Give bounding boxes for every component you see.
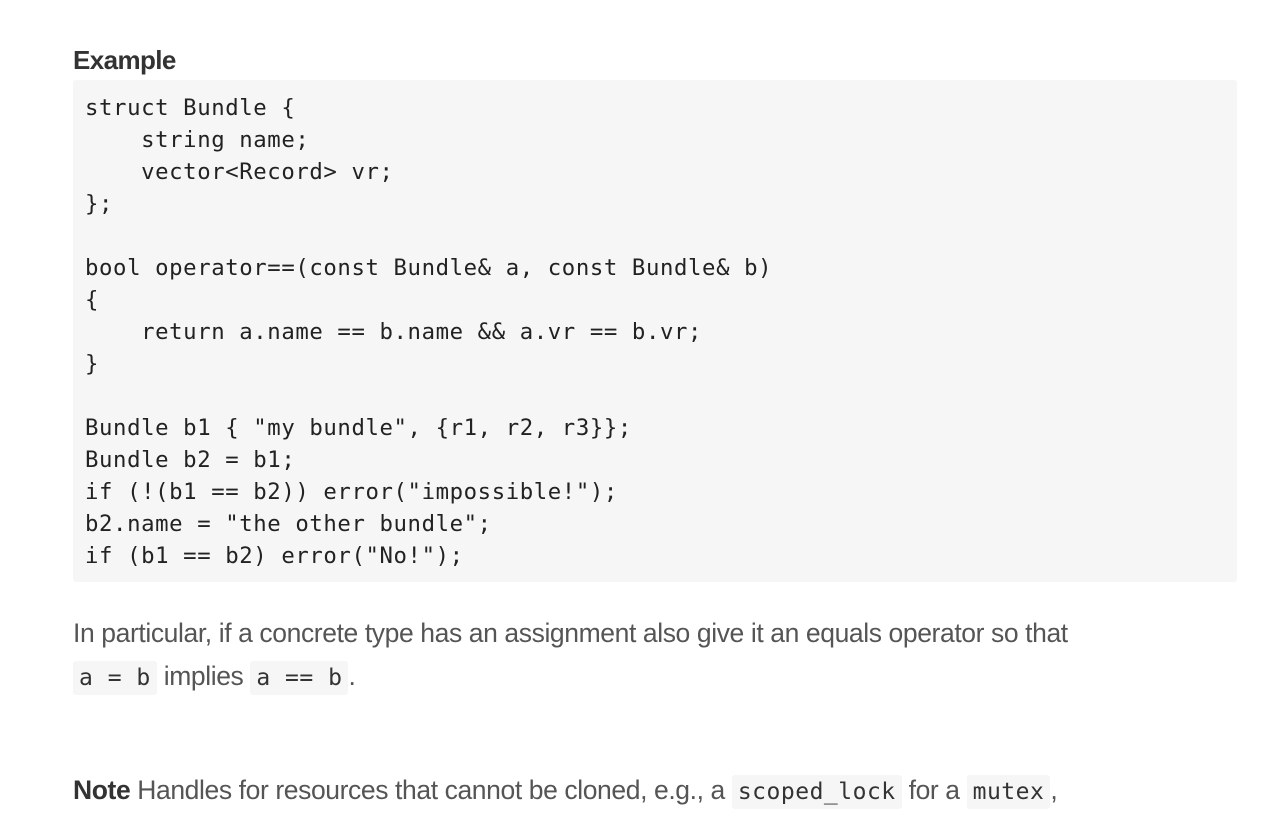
- code-line: return a.name == b.name && a.vr == b.vr;: [85, 319, 703, 345]
- code-line: struct Bundle {: [85, 95, 296, 121]
- code-line: if (b1 == b2) error("No!");: [85, 543, 464, 569]
- code-line: };: [85, 191, 114, 217]
- inline-code: a = b: [73, 661, 157, 695]
- paragraph-text: .: [348, 661, 356, 691]
- code-line: vector<Record> vr;: [85, 159, 394, 185]
- inline-code: scoped_lock: [731, 775, 902, 809]
- inline-code: a == b: [250, 661, 349, 695]
- paragraph-line: a = b implies a == b.: [73, 655, 356, 700]
- code-line: string name;: [85, 127, 310, 153]
- code-line: b2.name = "the other bundle";: [85, 511, 492, 537]
- code-line: if (!(b1 == b2)) error("impossible!");: [85, 479, 618, 505]
- code-line: bool operator==(const Bundle& a, const B…: [85, 255, 773, 281]
- note-paragraph: Note Handles for resources that cannot b…: [73, 769, 1058, 814]
- code-line: [85, 220, 1225, 252]
- code-block: struct Bundle { string name; vector<Reco…: [73, 80, 1237, 582]
- paragraph-text: implies: [156, 661, 251, 691]
- paragraph-text: Handles for resources that cannot be clo…: [130, 775, 732, 805]
- note-label: Note: [73, 775, 131, 805]
- code-line: Bundle b1 { "my bundle", {r1, r2, r3}};: [85, 415, 632, 441]
- code-line: [85, 380, 1225, 412]
- paragraph-text: for a: [901, 775, 967, 805]
- section-heading: Example: [73, 45, 176, 75]
- paragraph-text: ,: [1050, 775, 1058, 805]
- code-line: }: [85, 351, 100, 377]
- inline-code: mutex: [966, 775, 1051, 809]
- paragraph-text: In particular, if a concrete type has an…: [73, 618, 1068, 648]
- code-line: {: [85, 287, 100, 313]
- paragraph-line: In particular, if a concrete type has an…: [73, 612, 1068, 655]
- code-line: Bundle b2 = b1;: [85, 447, 296, 473]
